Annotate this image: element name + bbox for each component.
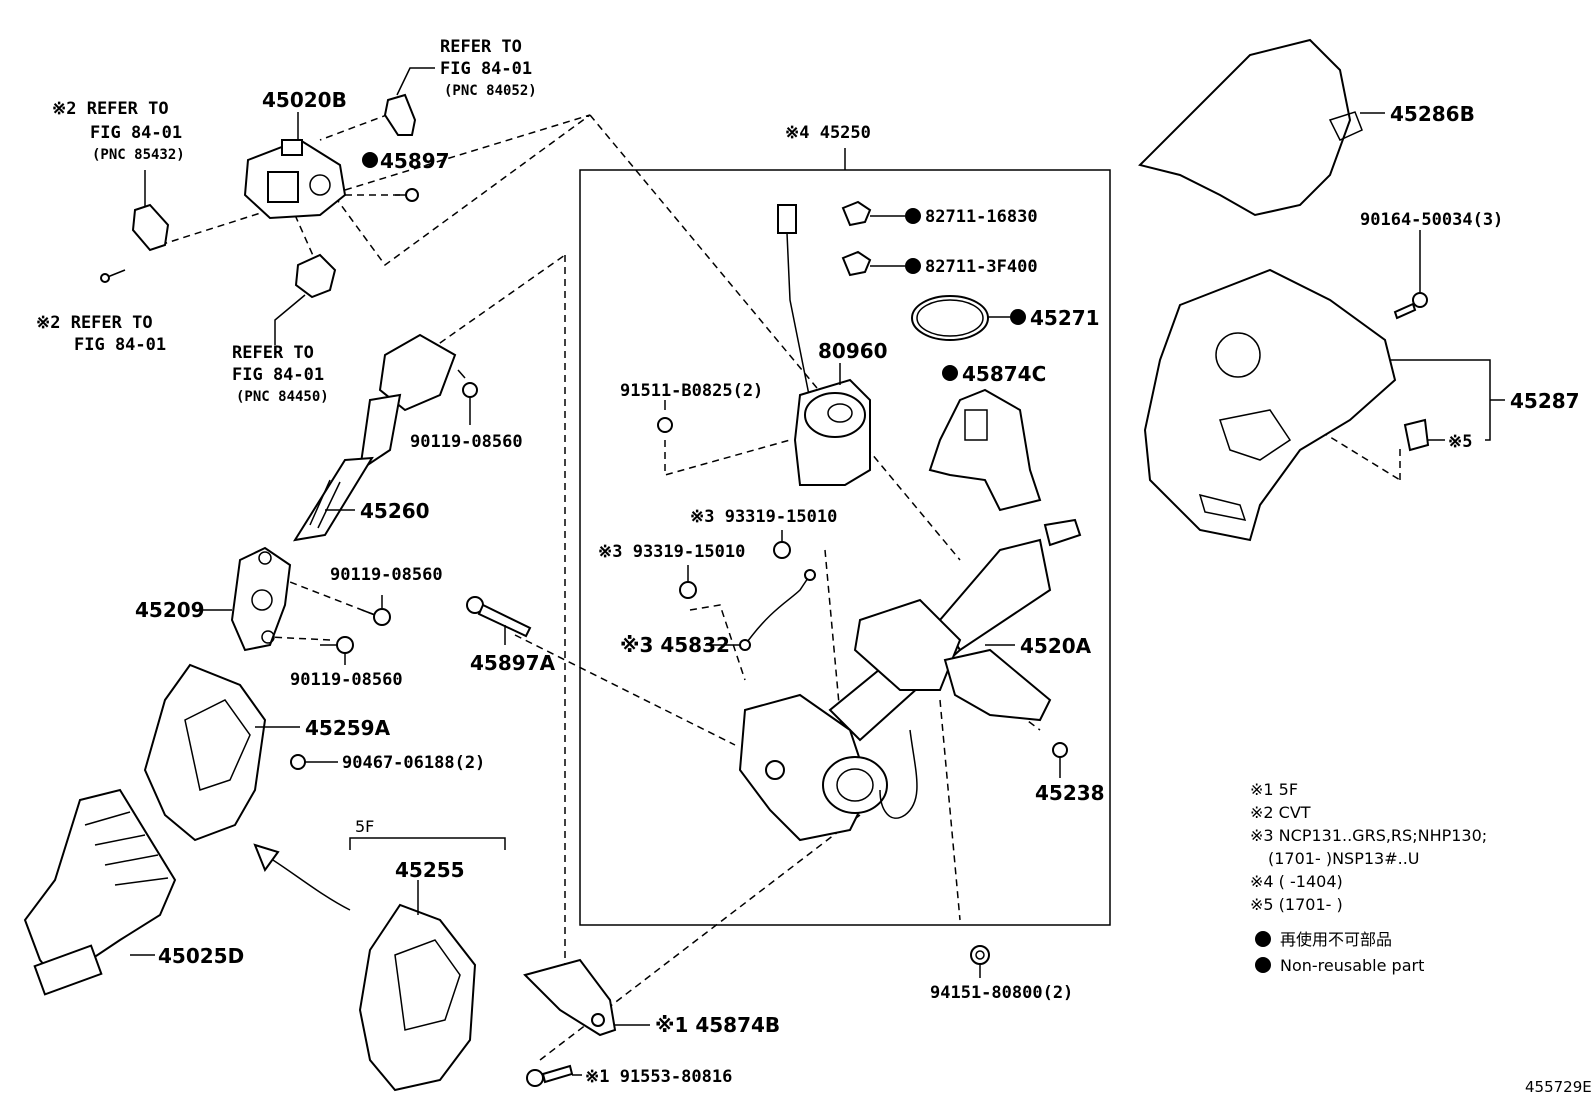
refer-84052-line3: (PNC 84052) <box>444 83 537 99</box>
legend-note-3: ※3 NCP131..GRS,RS;NHP130; <box>1250 826 1487 845</box>
wire-45832: ※3 45832 <box>620 569 816 657</box>
label-45250: ※4 45250 <box>785 123 871 143</box>
label-45287: 45287 <box>1510 389 1580 413</box>
label-45897: 45897 <box>380 149 450 173</box>
nut-94151: 94151-80800(2) <box>930 945 1073 1003</box>
label-90119-a: 90119-08560 <box>410 432 523 452</box>
label-45259A: 45259A <box>305 716 391 740</box>
bolt-93319-b: ※3 93319-15010 <box>598 542 745 599</box>
label-90164: 90164-50034(3) <box>1360 210 1503 230</box>
refer-84450-line2: FIG 84-01 <box>232 365 324 385</box>
non-reusable-dot <box>1255 931 1271 947</box>
protector-45874B: ※1 45874B <box>523 958 780 1037</box>
motor-80960: 80960 <box>777 204 888 486</box>
refer-cvt-line2: FIG 84-01 <box>74 335 166 355</box>
clip-82711-3F400: 82711-3F400 <box>841 250 1038 277</box>
refer-85432-line1: ※2 REFER TO <box>52 99 169 119</box>
clip-90467: 90467-06188(2) <box>290 753 485 773</box>
non-reusable-dot <box>942 365 958 381</box>
nut-45238: 45238 <box>1035 742 1105 805</box>
non-reusable-dot <box>1010 309 1026 325</box>
label-45832: ※3 45832 <box>620 633 730 657</box>
screw-cvt: ※2 REFER TO FIG 84-01 <box>36 269 166 355</box>
label-45874C: 45874C <box>962 362 1046 386</box>
bolt-45897A: 45897A <box>466 596 556 675</box>
label-4520A: 4520A <box>1020 634 1092 658</box>
column-assembly-4520A: 4520A <box>738 518 1092 842</box>
label-90467: 90467-06188(2) <box>342 753 485 773</box>
label-45874B: ※1 45874B <box>655 1013 780 1037</box>
label-45286B: 45286B <box>1390 102 1475 126</box>
bracket-45874C: 45874C <box>928 362 1046 512</box>
label-45025D: 45025D <box>158 944 244 968</box>
group-5F-45255: 5F 45255 <box>253 817 506 1092</box>
cover-45259A: 45259A <box>143 663 391 842</box>
relation-lines <box>159 109 1401 1061</box>
legend-note-5: ※4 ( -1404) <box>1250 872 1343 891</box>
intermediate-shaft-45260: 45260 <box>292 333 457 542</box>
label-91511: 91511-B0825(2) <box>620 381 763 401</box>
legend-note-6: ※5 (1701- ) <box>1250 895 1343 914</box>
switch-connector-85432: ※2 REFER TO FIG 84-01 (PNC 85432) <box>52 99 185 252</box>
legend-note-2: ※2 CVT <box>1250 803 1311 822</box>
label-45271: 45271 <box>1030 306 1100 330</box>
legend-note-4: (1701- )NSP13#..U <box>1268 849 1419 868</box>
label-91553: ※1 91553-80816 <box>585 1067 732 1087</box>
screw-90164: 90164-50034(3) <box>1360 210 1503 320</box>
label-45255: 45255 <box>395 858 465 882</box>
legend-non-reusable-en: Non-reusable part <box>1280 956 1424 975</box>
bolt-93319-a: ※3 93319-15010 <box>690 507 837 559</box>
label-5F-group: 5F <box>355 817 374 836</box>
non-reusable-dot <box>362 152 378 168</box>
refer-85432-line2: FIG 84-01 <box>90 123 182 143</box>
refer-84052-line1: REFER TO <box>440 37 522 57</box>
label-45897A: 45897A <box>470 651 556 675</box>
label-45209: 45209 <box>135 598 205 622</box>
clip-82711-16830: 82711-16830 <box>841 200 1038 227</box>
bolt-91511: 91511-B0825(2) <box>620 381 763 433</box>
upper-cover-45286B: 45286B <box>1138 38 1475 217</box>
bolt-90119-c: 90119-08560 <box>290 636 403 690</box>
diagram-id: 455729E <box>1525 1078 1592 1096</box>
legend: ※1 5F ※2 CVT ※3 NCP131..GRS,RS;NHP130; (… <box>1250 780 1487 975</box>
label-94151: 94151-80800(2) <box>930 983 1073 1003</box>
bolt-90119-b: 90119-08560 <box>330 565 443 626</box>
refer-84052-line2: FIG 84-01 <box>440 59 532 79</box>
label-note5: ※5 <box>1448 432 1472 452</box>
label-45260: 45260 <box>360 499 430 523</box>
legend-non-reusable-jp: 再使用不可部品 <box>1280 930 1392 949</box>
group-box-45250: ※4 45250 <box>579 123 1111 926</box>
refer-84450-line3: (PNC 84450) <box>236 389 329 405</box>
label-45238: 45238 <box>1035 781 1105 805</box>
non-reusable-dot <box>905 258 921 274</box>
label-tag-note5: ※5 <box>1403 418 1472 452</box>
band-45271: 45271 <box>911 295 1100 341</box>
label-90119-c: 90119-08560 <box>290 670 403 690</box>
label-93319-a: ※3 93319-15010 <box>690 507 837 527</box>
legend-note-1: ※1 5F <box>1250 780 1298 799</box>
refer-cvt-line1: ※2 REFER TO <box>36 313 153 333</box>
switch-connector-84052: REFER TO FIG 84-01 (PNC 84052) <box>383 37 537 136</box>
refer-84450-line1: REFER TO <box>232 343 314 363</box>
ignition-switch-45020B: 45020B <box>243 88 347 220</box>
bolt-45897: 45897 <box>362 149 450 202</box>
bolt-90119-a: 90119-08560 <box>410 369 523 452</box>
non-reusable-dot <box>1255 957 1271 973</box>
label-80960: 80960 <box>818 339 888 363</box>
boot-45025D: 45025D <box>23 788 244 996</box>
label-82711-3F400: 82711-3F400 <box>925 257 1038 277</box>
non-reusable-dot <box>905 208 921 224</box>
refer-85432-line3: (PNC 85432) <box>92 147 185 163</box>
bolt-91553: ※1 91553-80816 <box>526 1064 732 1087</box>
label-93319-b: ※3 93319-15010 <box>598 542 745 562</box>
key-cylinder-84450: REFER TO FIG 84-01 (PNC 84450) <box>232 253 337 405</box>
label-45020B: 45020B <box>262 88 347 112</box>
lower-cover-45287: 45287 <box>1143 268 1580 542</box>
joint-45209: 45209 <box>135 546 292 652</box>
label-82711-16830: 82711-16830 <box>925 207 1038 227</box>
label-90119-b: 90119-08560 <box>330 565 443 585</box>
